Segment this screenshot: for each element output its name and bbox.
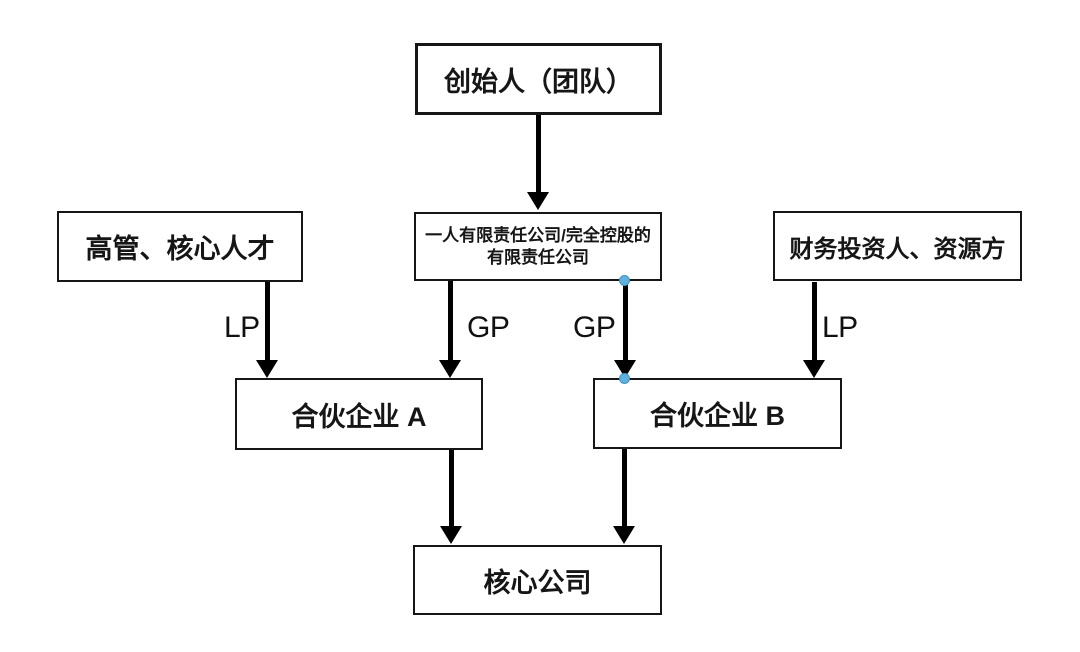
- node-partnership-b[interactable]: 合伙企业 B: [593, 378, 842, 449]
- node-founder[interactable]: 创始人（团队）: [415, 43, 662, 115]
- node-holding-company-label: 一人有限责任公司/完全控股的 有限责任公司: [425, 225, 651, 269]
- connector-endpoint-handle[interactable]: [619, 373, 630, 384]
- arrowhead-down-icon: [614, 360, 636, 378]
- connector-endpoint-handle[interactable]: [619, 275, 630, 286]
- node-executives[interactable]: 高管、核心人才: [57, 211, 303, 282]
- arrow-shaft: [448, 450, 454, 531]
- holding-label-line1: 一人有限责任公司/完全控股的: [425, 225, 651, 245]
- node-partnership-b-label: 合伙企业 B: [650, 401, 785, 431]
- node-executives-label: 高管、核心人才: [85, 234, 275, 264]
- arrowhead-down-icon: [613, 526, 635, 544]
- node-investors[interactable]: 财务投资人、资源方: [773, 211, 1022, 281]
- arrow-shaft: [535, 115, 541, 197]
- arrow-executives-to-partnership-a: [255, 282, 279, 378]
- node-founder-label: 创始人（团队）: [444, 66, 633, 97]
- edge-label-gp-left: GP: [467, 311, 510, 344]
- arrow-partnership-a-to-core: [439, 450, 463, 544]
- node-investors-label: 财务投资人、资源方: [789, 235, 1006, 263]
- arrow-holding-to-partnership-b: [613, 281, 637, 378]
- arrowhead-down-icon: [440, 526, 462, 544]
- node-core-company-label: 核心公司: [483, 567, 592, 598]
- edge-label-lp-left: LP: [224, 311, 260, 344]
- holding-label-line2: 有限责任公司: [486, 247, 589, 267]
- edge-label-gp-right: GP: [573, 311, 616, 344]
- arrow-shaft: [264, 282, 270, 365]
- arrow-shaft: [447, 281, 453, 365]
- arrow-investors-to-partnership-b: [802, 282, 826, 378]
- arrowhead-down-icon: [803, 360, 825, 378]
- arrowhead-down-icon: [527, 192, 549, 210]
- arrow-partnership-b-to-core: [612, 449, 636, 544]
- arrowhead-down-icon: [439, 360, 461, 378]
- node-core-company[interactable]: 核心公司: [413, 545, 662, 615]
- arrow-holding-to-partnership-a: [438, 281, 462, 378]
- node-holding-company[interactable]: 一人有限责任公司/完全控股的 有限责任公司: [414, 212, 662, 281]
- node-partnership-a[interactable]: 合伙企业 A: [235, 378, 483, 450]
- arrow-shaft: [622, 281, 628, 365]
- arrowhead-down-icon: [256, 360, 278, 378]
- arrow-shaft: [621, 449, 627, 531]
- node-partnership-a-label: 合伙企业 A: [291, 401, 427, 432]
- arrow-founder-to-holding: [526, 115, 550, 210]
- arrow-shaft: [811, 282, 817, 365]
- edge-label-lp-right: LP: [822, 311, 858, 344]
